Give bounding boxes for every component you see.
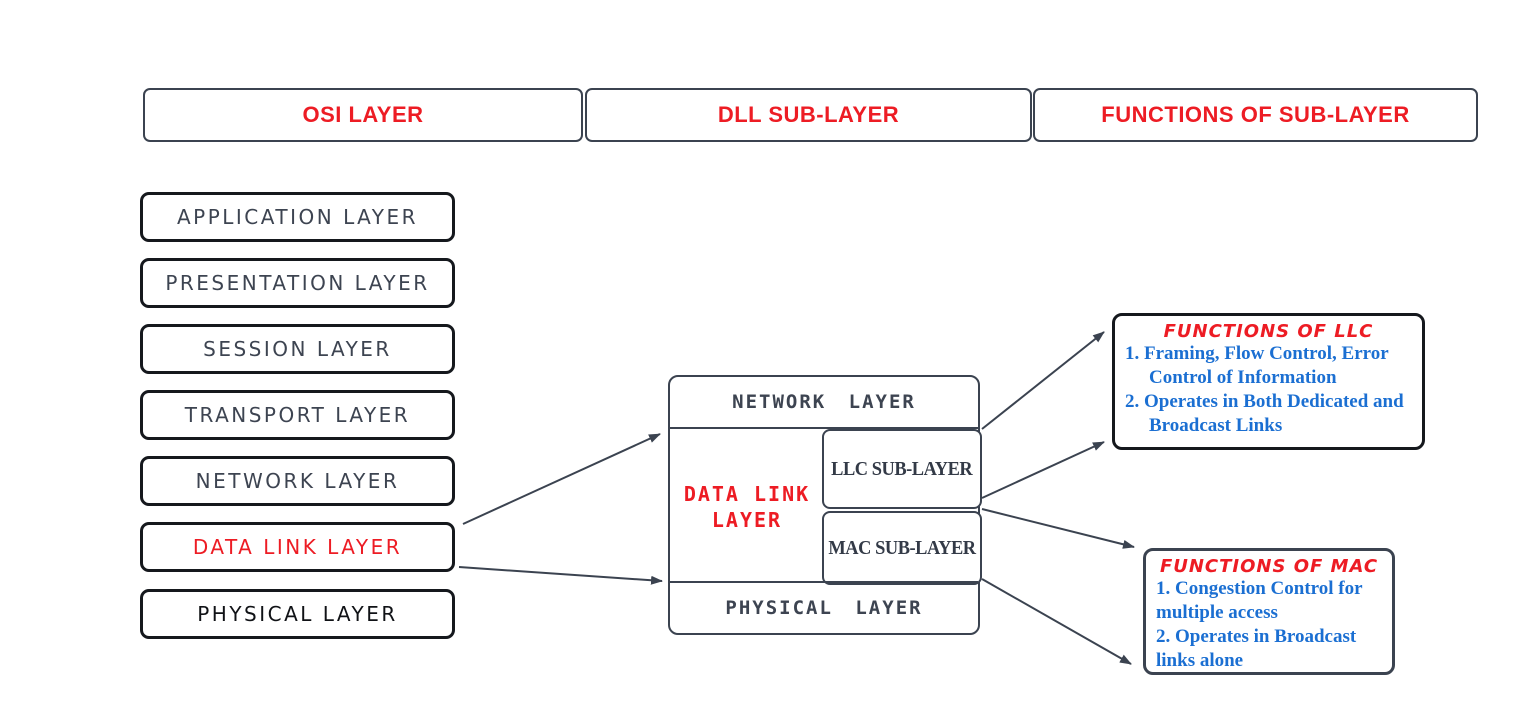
mac-sublayer-box: MAC SUB-LAYER xyxy=(822,511,982,585)
arrow-llc-bottom-to-llc-functions xyxy=(981,441,1105,499)
osi-label-data-link: DATA LINK LAYER xyxy=(192,535,403,559)
mac-function-item-1: 1. Congestion Control for multiple acces… xyxy=(1156,578,1363,623)
llc-sublayer-box: LLC SUB-LAYER xyxy=(822,429,982,509)
dll-physical-layer-label: PHYSICAL LAYER xyxy=(725,597,923,619)
arrow-mac-bottom-to-mac-functions xyxy=(981,578,1132,665)
arrow-llc-top-to-llc-functions xyxy=(981,331,1105,430)
dll-network-layer-band: NETWORK LAYER xyxy=(670,377,978,429)
dll-data-link-label-line2: LAYER xyxy=(711,508,783,532)
header-osi-layer: OSI LAYER xyxy=(143,88,583,142)
header-osi-layer-label: OSI LAYER xyxy=(302,102,424,127)
dll-detail-box: NETWORK LAYER DATA LINK LAYER LLC SUB-LA… xyxy=(668,375,982,635)
osi-box-presentation: PRESENTATION LAYER xyxy=(140,258,455,308)
functions-of-llc-box: FUNCTIONS OF LLC 1. Framing, Flow Contro… xyxy=(1112,313,1425,450)
osi-box-transport: TRANSPORT LAYER xyxy=(140,390,455,440)
mac-function-item-2: 2. Operates in Broadcast links alone xyxy=(1156,626,1357,671)
osi-label-session: SESSION LAYER xyxy=(203,337,392,361)
llc-function-item-2: 2. Operates in Both Dedicated and Broadc… xyxy=(1125,391,1404,436)
arrow-datalink-to-dll-top xyxy=(462,433,661,525)
header-dll-sublayer-label: DLL SUB-LAYER xyxy=(717,102,900,127)
osi-box-application: APPLICATION LAYER xyxy=(140,192,455,242)
functions-of-mac-box: FUNCTIONS OF MAC 1. Congestion Control f… xyxy=(1143,548,1395,675)
osi-label-network: NETWORK LAYER xyxy=(195,469,400,493)
osi-label-transport: TRANSPORT LAYER xyxy=(184,403,411,427)
header-functions-of-sublayer-label: FUNCTIONS OF SUB-LAYER xyxy=(1101,102,1410,127)
dll-data-link-region: DATA LINK LAYER xyxy=(670,429,824,585)
osi-box-session: SESSION LAYER xyxy=(140,324,455,374)
osi-label-presentation: PRESENTATION LAYER xyxy=(165,271,430,295)
mac-sublayer-label: MAC SUB-LAYER xyxy=(828,536,976,559)
arrow-mac-top-to-mac-functions xyxy=(981,508,1135,549)
llc-sublayer-label: LLC SUB-LAYER xyxy=(831,457,973,480)
osi-box-network: NETWORK LAYER xyxy=(140,456,455,506)
functions-of-llc-title: FUNCTIONS OF LLC xyxy=(1163,321,1374,342)
dll-network-layer-label: NETWORK LAYER xyxy=(732,391,916,413)
osi-box-data-link: DATA LINK LAYER xyxy=(140,522,455,572)
header-functions-of-sublayer: FUNCTIONS OF SUB-LAYER xyxy=(1033,88,1478,142)
arrow-datalink-to-dll-bottom xyxy=(458,566,663,585)
dll-data-link-label-line1: DATA LINK xyxy=(683,482,811,506)
osi-label-physical: PHYSICAL LAYER xyxy=(197,602,398,626)
header-dll-sublayer: DLL SUB-LAYER xyxy=(585,88,1032,142)
functions-of-mac-title: FUNCTIONS OF MAC xyxy=(1159,556,1379,577)
osi-label-application: APPLICATION LAYER xyxy=(176,205,419,229)
dll-physical-layer-band: PHYSICAL LAYER xyxy=(670,581,978,633)
llc-function-item-1: 1. Framing, Flow Control, Error Control … xyxy=(1125,343,1389,388)
osi-box-physical: PHYSICAL LAYER xyxy=(140,589,455,639)
